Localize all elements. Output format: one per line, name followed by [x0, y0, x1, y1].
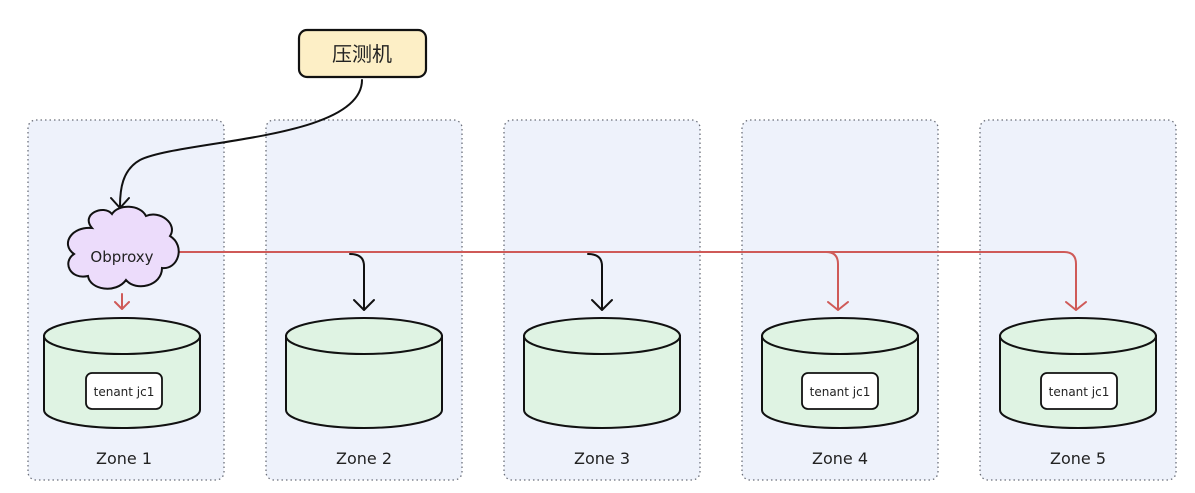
route-to-zone-2 [349, 253, 365, 309]
zone-4-tenant: tenant jc1 [801, 372, 879, 410]
zone-1-route-arrow [114, 301, 130, 310]
stress-tester-node: 压测机 [297, 28, 428, 79]
zone-2-route-arrow [353, 299, 375, 311]
stress-tester-label: 压测机 [332, 42, 392, 66]
zone-3-label: Zone 3 [574, 449, 630, 468]
zone-4-tenant-label: tenant jc1 [810, 385, 871, 399]
zone-5-label: Zone 5 [1050, 449, 1106, 468]
zone-5-tenant-label: tenant jc1 [1049, 385, 1110, 399]
zone-3-database [523, 317, 681, 429]
zone-2-label: Zone 2 [336, 449, 392, 468]
zone-1-tenant-label: tenant jc1 [94, 385, 155, 399]
tester-to-proxy-connector [119, 79, 363, 207]
zone-4-label: Zone 4 [812, 449, 868, 468]
route-to-zone-3 [587, 253, 603, 309]
zone-2-database [285, 317, 443, 429]
zone-5-tenant: tenant jc1 [1040, 372, 1118, 410]
zone-1-label: Zone 1 [96, 449, 152, 468]
route-to-zone-5 [825, 251, 1077, 309]
obproxy-label: Obproxy [90, 248, 153, 266]
zone-1-tenant: tenant jc1 [85, 372, 163, 410]
zone-5-route-arrow [1065, 301, 1087, 311]
zone-3-route-arrow [591, 299, 613, 311]
zone-4-route-arrow [827, 301, 849, 311]
obproxy-node: Obproxy [67, 205, 180, 290]
cloud-icon [67, 205, 180, 290]
